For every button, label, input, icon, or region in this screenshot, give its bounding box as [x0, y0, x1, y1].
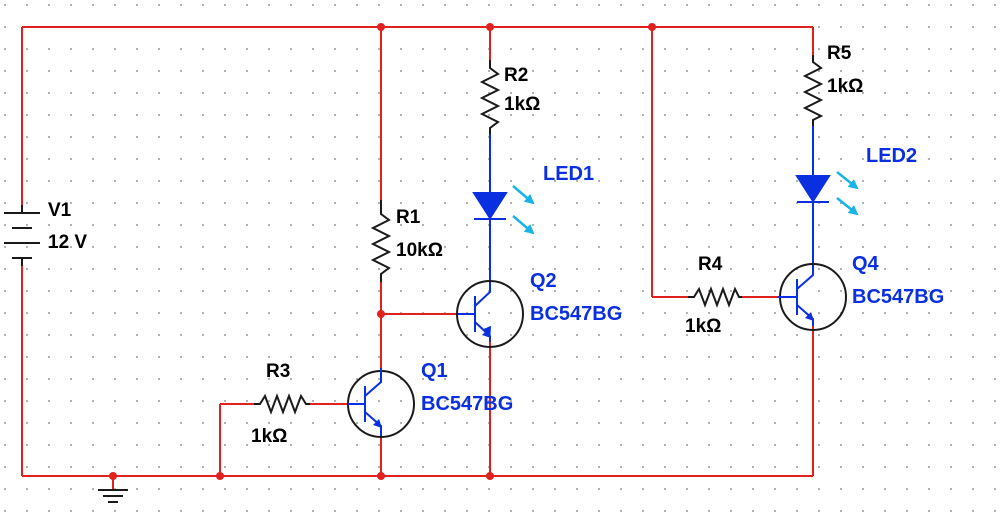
wires: [21, 26, 814, 490]
r2-value-label: 1kΩ: [504, 94, 540, 115]
transistor-q4[interactable]: [778, 263, 847, 331]
resistor-r3[interactable]: [254, 393, 310, 415]
r1-value-label: 10kΩ: [396, 240, 443, 261]
resistor-r2[interactable]: [479, 60, 501, 134]
r4-ref-label: R4: [698, 254, 723, 275]
led2-light-arrows-icon: [836, 171, 859, 216]
q2-model-label: BC547BG: [530, 303, 622, 325]
resistor-r4[interactable]: [688, 286, 742, 308]
battery-v1[interactable]: [4, 205, 40, 266]
q2-ref-label: Q2: [530, 270, 557, 292]
transistor-q2[interactable]: [456, 280, 524, 348]
q1-ref-label: Q1: [421, 360, 448, 382]
led2-ref-label: LED2: [866, 145, 917, 167]
junction-dots: [109, 23, 656, 480]
resistor-r1[interactable]: [370, 200, 392, 282]
led1-light-arrows-icon: [512, 185, 535, 235]
r5-value-label: 1kΩ: [827, 76, 863, 97]
r2-ref-label: R2: [504, 65, 528, 86]
q1-model-label: BC547BG: [421, 393, 513, 415]
led2[interactable]: [795, 126, 831, 268]
transistor-q1[interactable]: [347, 368, 415, 438]
r3-ref-label: R3: [266, 361, 290, 382]
resistor-r5[interactable]: [802, 55, 824, 126]
q4-ref-label: Q4: [852, 253, 880, 275]
ground-icon: [98, 489, 128, 503]
r3-value-label: 1kΩ: [251, 426, 287, 447]
q4-model-label: BC547BG: [852, 286, 944, 308]
r5-ref-label: R5: [827, 43, 852, 64]
v1-value-label: 12 V: [48, 232, 87, 253]
v1-ref-label: V1: [48, 200, 72, 221]
led1[interactable]: [472, 134, 508, 282]
r1-ref-label: R1: [396, 207, 421, 228]
led1-ref-label: LED1: [543, 163, 594, 185]
r4-value-label: 1kΩ: [685, 316, 721, 337]
